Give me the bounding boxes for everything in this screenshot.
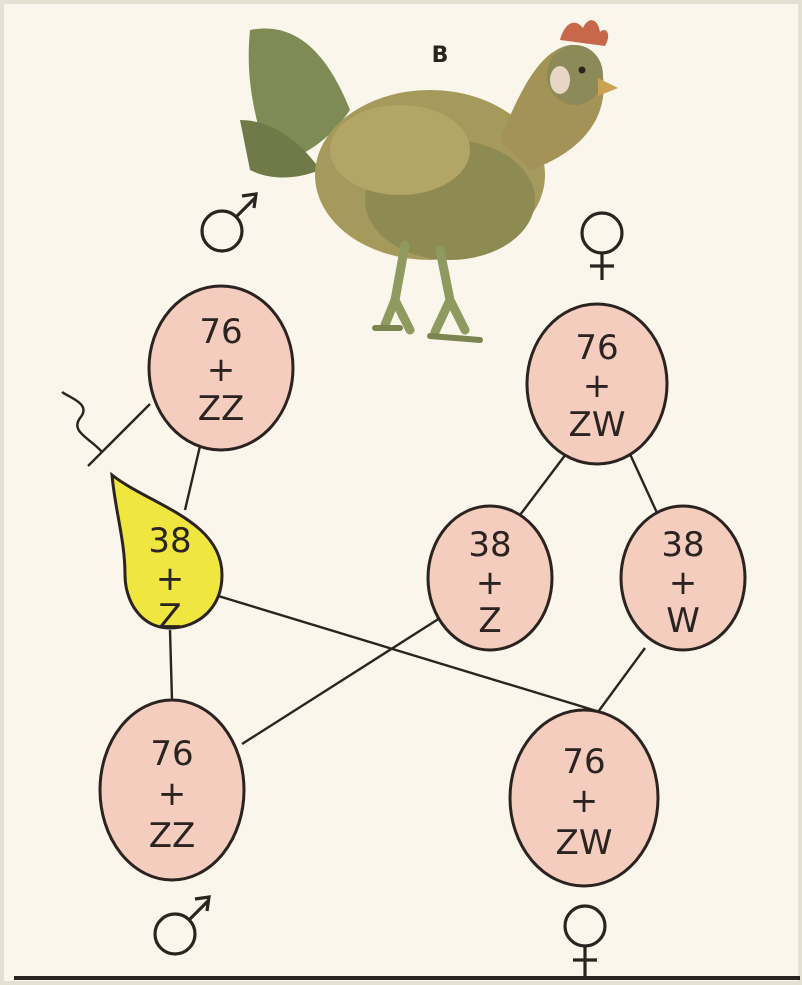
father-chromosomes: ZZ xyxy=(198,389,245,429)
father-count: 76 xyxy=(199,312,242,352)
line-egg-w-to-female xyxy=(597,647,646,713)
line-mother-to-egg-z xyxy=(519,453,567,516)
offspring-female-chromosomes: ZW xyxy=(556,823,613,863)
female-symbol-icon xyxy=(563,904,607,976)
line-father-to-sperm-tail xyxy=(87,403,151,467)
male-symbol-icon xyxy=(200,192,258,253)
egg-z-plus: + xyxy=(476,563,505,603)
egg-w-chromosome: W xyxy=(666,601,700,641)
mother-plus: + xyxy=(583,366,612,406)
line-sperm-to-male xyxy=(168,629,174,701)
female-symbol-icon xyxy=(580,211,624,280)
mother-count: 76 xyxy=(575,328,618,368)
panel-label: B xyxy=(432,43,449,68)
offspring-female-count: 76 xyxy=(562,742,605,782)
line-egg-z-to-male xyxy=(241,616,441,746)
mother-cell: 76 + ZW xyxy=(525,302,669,466)
offspring-male-count: 76 xyxy=(150,734,193,774)
sperm-count: 38 xyxy=(148,521,191,561)
sperm-plus: + xyxy=(156,559,185,599)
offspring-female-plus: + xyxy=(570,781,599,821)
offspring-male-chromosomes: ZZ xyxy=(149,816,196,856)
line-mother-to-egg-w xyxy=(628,453,660,516)
hen-illustration xyxy=(240,20,618,343)
male-symbol-icon xyxy=(153,895,211,956)
egg-z-count: 38 xyxy=(468,525,511,565)
father-plus: + xyxy=(207,350,236,390)
offspring-female-cell: 76 + ZW xyxy=(508,708,660,888)
line-sperm-to-female xyxy=(214,593,601,714)
offspring-male-plus: + xyxy=(158,774,187,814)
line-father-to-sperm xyxy=(183,445,202,511)
connector-lines xyxy=(87,403,660,746)
egg-w-cell: 38 + W xyxy=(619,504,747,652)
sperm-tail xyxy=(61,391,103,453)
egg-z-chromosome: Z xyxy=(478,601,501,641)
egg-w-plus: + xyxy=(669,563,698,603)
sperm-chromosome: Z xyxy=(158,597,181,637)
offspring-male-cell: 76 + ZZ xyxy=(98,698,246,882)
father-cell: 76 + ZZ xyxy=(147,284,295,452)
sperm-cell: 38 + Z xyxy=(110,471,224,637)
mother-chromosomes: ZW xyxy=(569,405,626,445)
egg-z-cell: 38 + Z xyxy=(426,504,554,652)
egg-w-count: 38 xyxy=(661,525,704,565)
